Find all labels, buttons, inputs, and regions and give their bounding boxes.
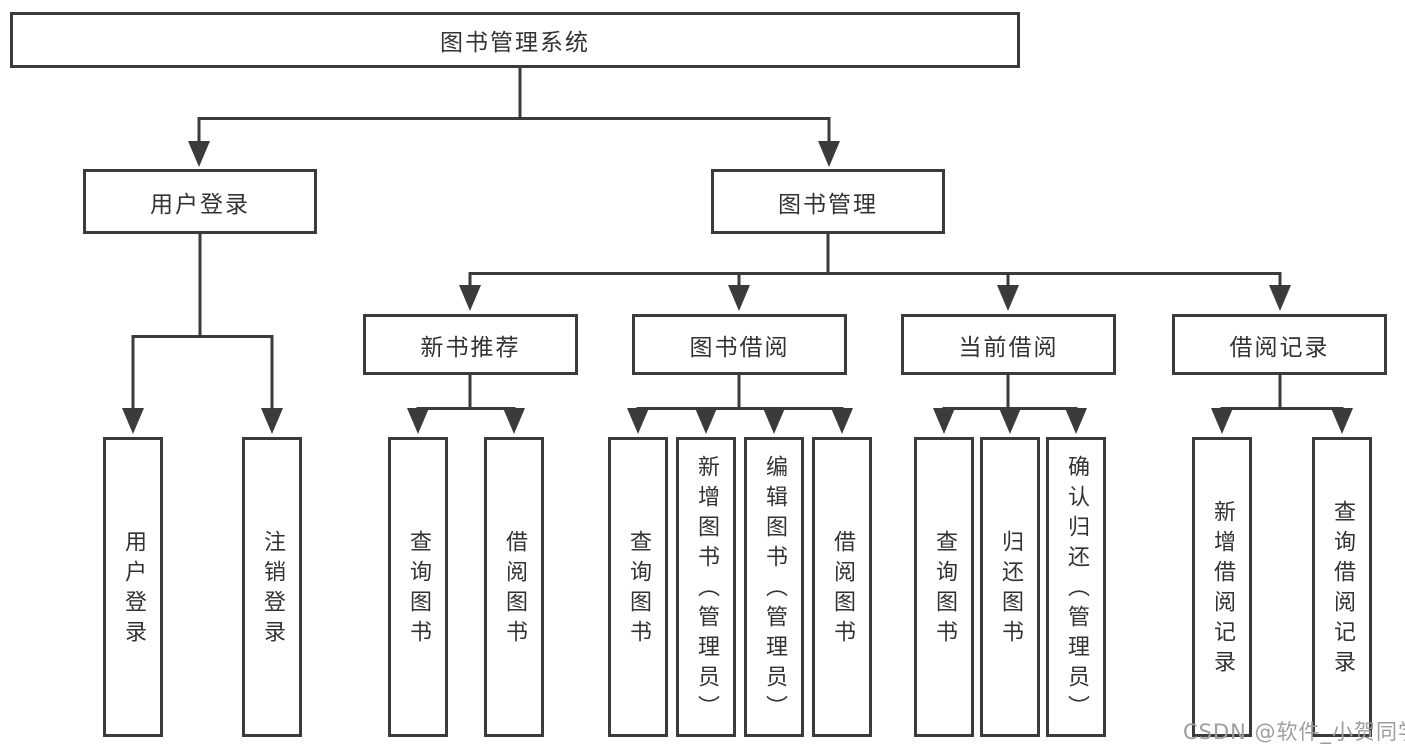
- leaf-logout: 注销登录: [242, 437, 302, 737]
- leaf-user-login: 用户登录: [103, 437, 163, 737]
- node-new-book-recommend: 新书推荐: [363, 314, 578, 375]
- node-library-management-system: 图书管理系统: [10, 12, 1020, 68]
- leaf-bb-add-book-admin: 新增图书（管理员）: [676, 437, 736, 737]
- leaf-br-query-record: 查询借阅记录: [1312, 437, 1372, 737]
- leaf-bb-borrow-book: 借阅图书: [812, 437, 872, 737]
- leaf-nbr-borrow-book: 借阅图书: [484, 437, 544, 737]
- node-book-borrow: 图书借阅: [632, 314, 847, 375]
- node-user-login: 用户登录: [83, 169, 317, 234]
- leaf-cb-confirm-return-admin: 确认归还（管理员）: [1046, 437, 1106, 737]
- node-book-management: 图书管理: [711, 169, 945, 234]
- leaf-cb-return-book: 归还图书: [980, 437, 1040, 737]
- leaf-cb-query-book: 查询图书: [914, 437, 974, 737]
- leaf-br-add-record: 新增借阅记录: [1192, 437, 1252, 737]
- leaf-bb-query-book: 查询图书: [608, 437, 668, 737]
- connector-lines: [131, 68, 1344, 410]
- leaf-nbr-query-book: 查询图书: [388, 437, 448, 737]
- node-current-borrow: 当前借阅: [901, 314, 1116, 375]
- node-borrow-record: 借阅记录: [1172, 314, 1387, 375]
- arrowheads: [122, 141, 1353, 434]
- csdn-watermark: CSDN @软件_小贺同学: [1183, 720, 1405, 744]
- leaf-bb-edit-book-admin: 编辑图书（管理员）: [744, 437, 804, 737]
